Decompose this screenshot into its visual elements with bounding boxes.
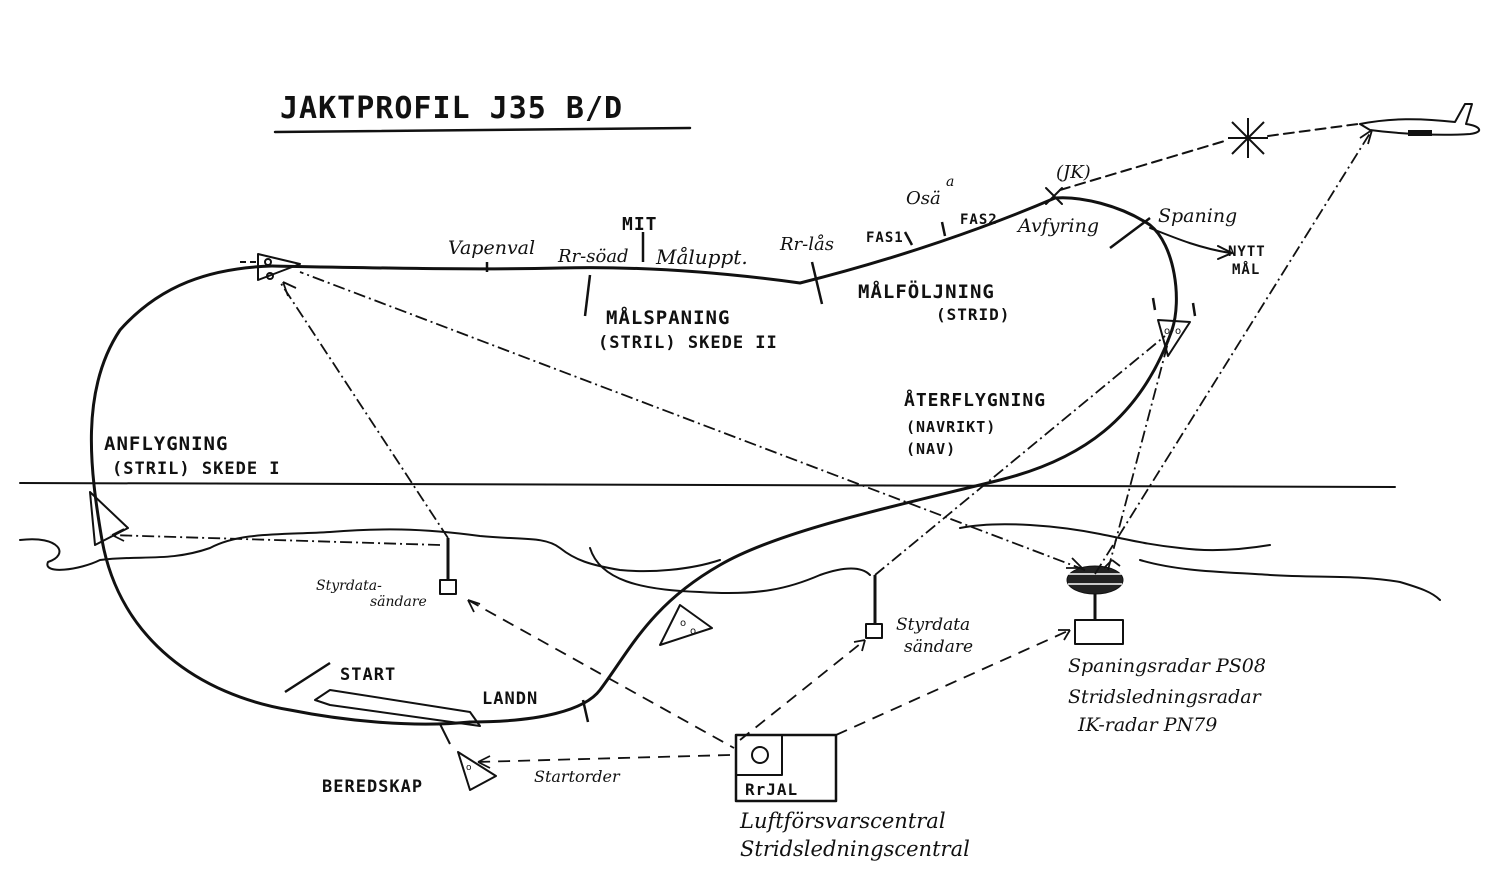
- phase-anflygning: ANFLYGNING: [104, 433, 228, 455]
- phase-malfoljning: MÅLFÖLJNING: [858, 279, 995, 303]
- label-rrjal: RrJAL: [745, 780, 798, 799]
- diagram-title: JAKTPROFIL J35 B/D: [280, 91, 623, 126]
- weapon-trajectory: [1045, 123, 1359, 205]
- aircraft-symbol-approach: [89, 491, 129, 546]
- label-start: START: [340, 665, 396, 685]
- explosion-icon: [1228, 118, 1268, 158]
- label-rr-soad: Rr-söad: [557, 246, 629, 267]
- label-fas1: FAS1: [866, 230, 904, 246]
- label-datalink-left-1: Styrdata-: [316, 578, 382, 594]
- phase-aterflygning-sub1: (NAVRIKT): [906, 418, 996, 436]
- label-spaning: Spaning: [1158, 205, 1237, 227]
- phase-malfoljning-sub: (STRID): [936, 305, 1010, 324]
- label-osa: Osä: [906, 188, 941, 209]
- label-rr-las: Rr-lås: [779, 233, 834, 255]
- target-aircraft-icon: [1359, 103, 1481, 136]
- label-mit: MIT: [622, 214, 658, 235]
- label-maluppt: Måluppt.: [655, 245, 748, 269]
- label-control-1: Luftförsvarscentral: [739, 809, 946, 833]
- label-datalink-right-2: sändare: [904, 637, 973, 657]
- label-startorder: Startorder: [534, 767, 621, 786]
- label-beredskap: BEREDSKAP: [322, 777, 423, 797]
- label-nytt: NYTT: [1228, 244, 1266, 260]
- phase-malspaning: MÅLSPANING: [606, 305, 730, 329]
- runway: [314, 689, 481, 745]
- label-radar-2: Stridsledningsradar: [1068, 686, 1263, 708]
- phase-malspaning-sub: (STRIL) SKEDE II: [598, 333, 778, 353]
- label-jk: (JK): [1056, 162, 1091, 183]
- radar-station-icon: [1066, 565, 1124, 645]
- datalink-transmitter-left: [439, 538, 457, 595]
- control-center-icon: [734, 733, 838, 803]
- ground-labels: START LANDN BEREDSKAP Startorder Styrdat…: [316, 578, 1266, 861]
- aircraft-symbol-readiness: o: [457, 751, 497, 791]
- label-radar-3: IK-radar PN79: [1077, 714, 1217, 736]
- label-datalink-left-2: sändare: [370, 594, 427, 610]
- command-links: [467, 599, 1071, 769]
- label-a: a: [946, 174, 954, 190]
- label-landn: LANDN: [482, 689, 538, 709]
- title-underline: [273, 126, 692, 134]
- label-mal: MÅL: [1232, 261, 1260, 278]
- aircraft-symbol-landing: oo: [659, 604, 713, 646]
- datalink-transmitter-right: [865, 575, 883, 639]
- path-ticks: [284, 217, 1197, 723]
- label-control-2: Stridsledningscentral: [740, 837, 970, 861]
- label-avfyring: Avfyring: [1016, 215, 1099, 237]
- flight-path: [89, 196, 1233, 726]
- data-links: [109, 129, 1373, 576]
- path-labels: Vapenval Rr-söad MIT Måluppt. Rr-lås FAS…: [448, 162, 1266, 278]
- label-fas2: FAS2: [960, 212, 998, 228]
- phase-aterflygning: ÅTERFLYGNING: [904, 388, 1046, 411]
- phase-labels: MÅLSPANING (STRIL) SKEDE II MÅLFÖLJNING …: [104, 279, 1046, 479]
- svg-text:o: o: [466, 763, 472, 773]
- label-datalink-right-1: Styrdata: [896, 615, 970, 635]
- svg-text:o: o: [690, 626, 696, 637]
- terrain-lines: [19, 482, 1441, 601]
- label-radar-1: Spaningsradar PS08: [1068, 655, 1266, 677]
- label-vapenval: Vapenval: [448, 237, 535, 259]
- svg-text:o: o: [680, 618, 686, 629]
- phase-aterflygning-sub2: (NAV): [906, 440, 956, 458]
- svg-text:o: o: [1175, 326, 1181, 337]
- svg-text:o: o: [1164, 326, 1170, 337]
- aircraft-symbol-top-left: [240, 253, 301, 281]
- phase-anflygning-sub: (STRIL) SKEDE I: [112, 459, 281, 479]
